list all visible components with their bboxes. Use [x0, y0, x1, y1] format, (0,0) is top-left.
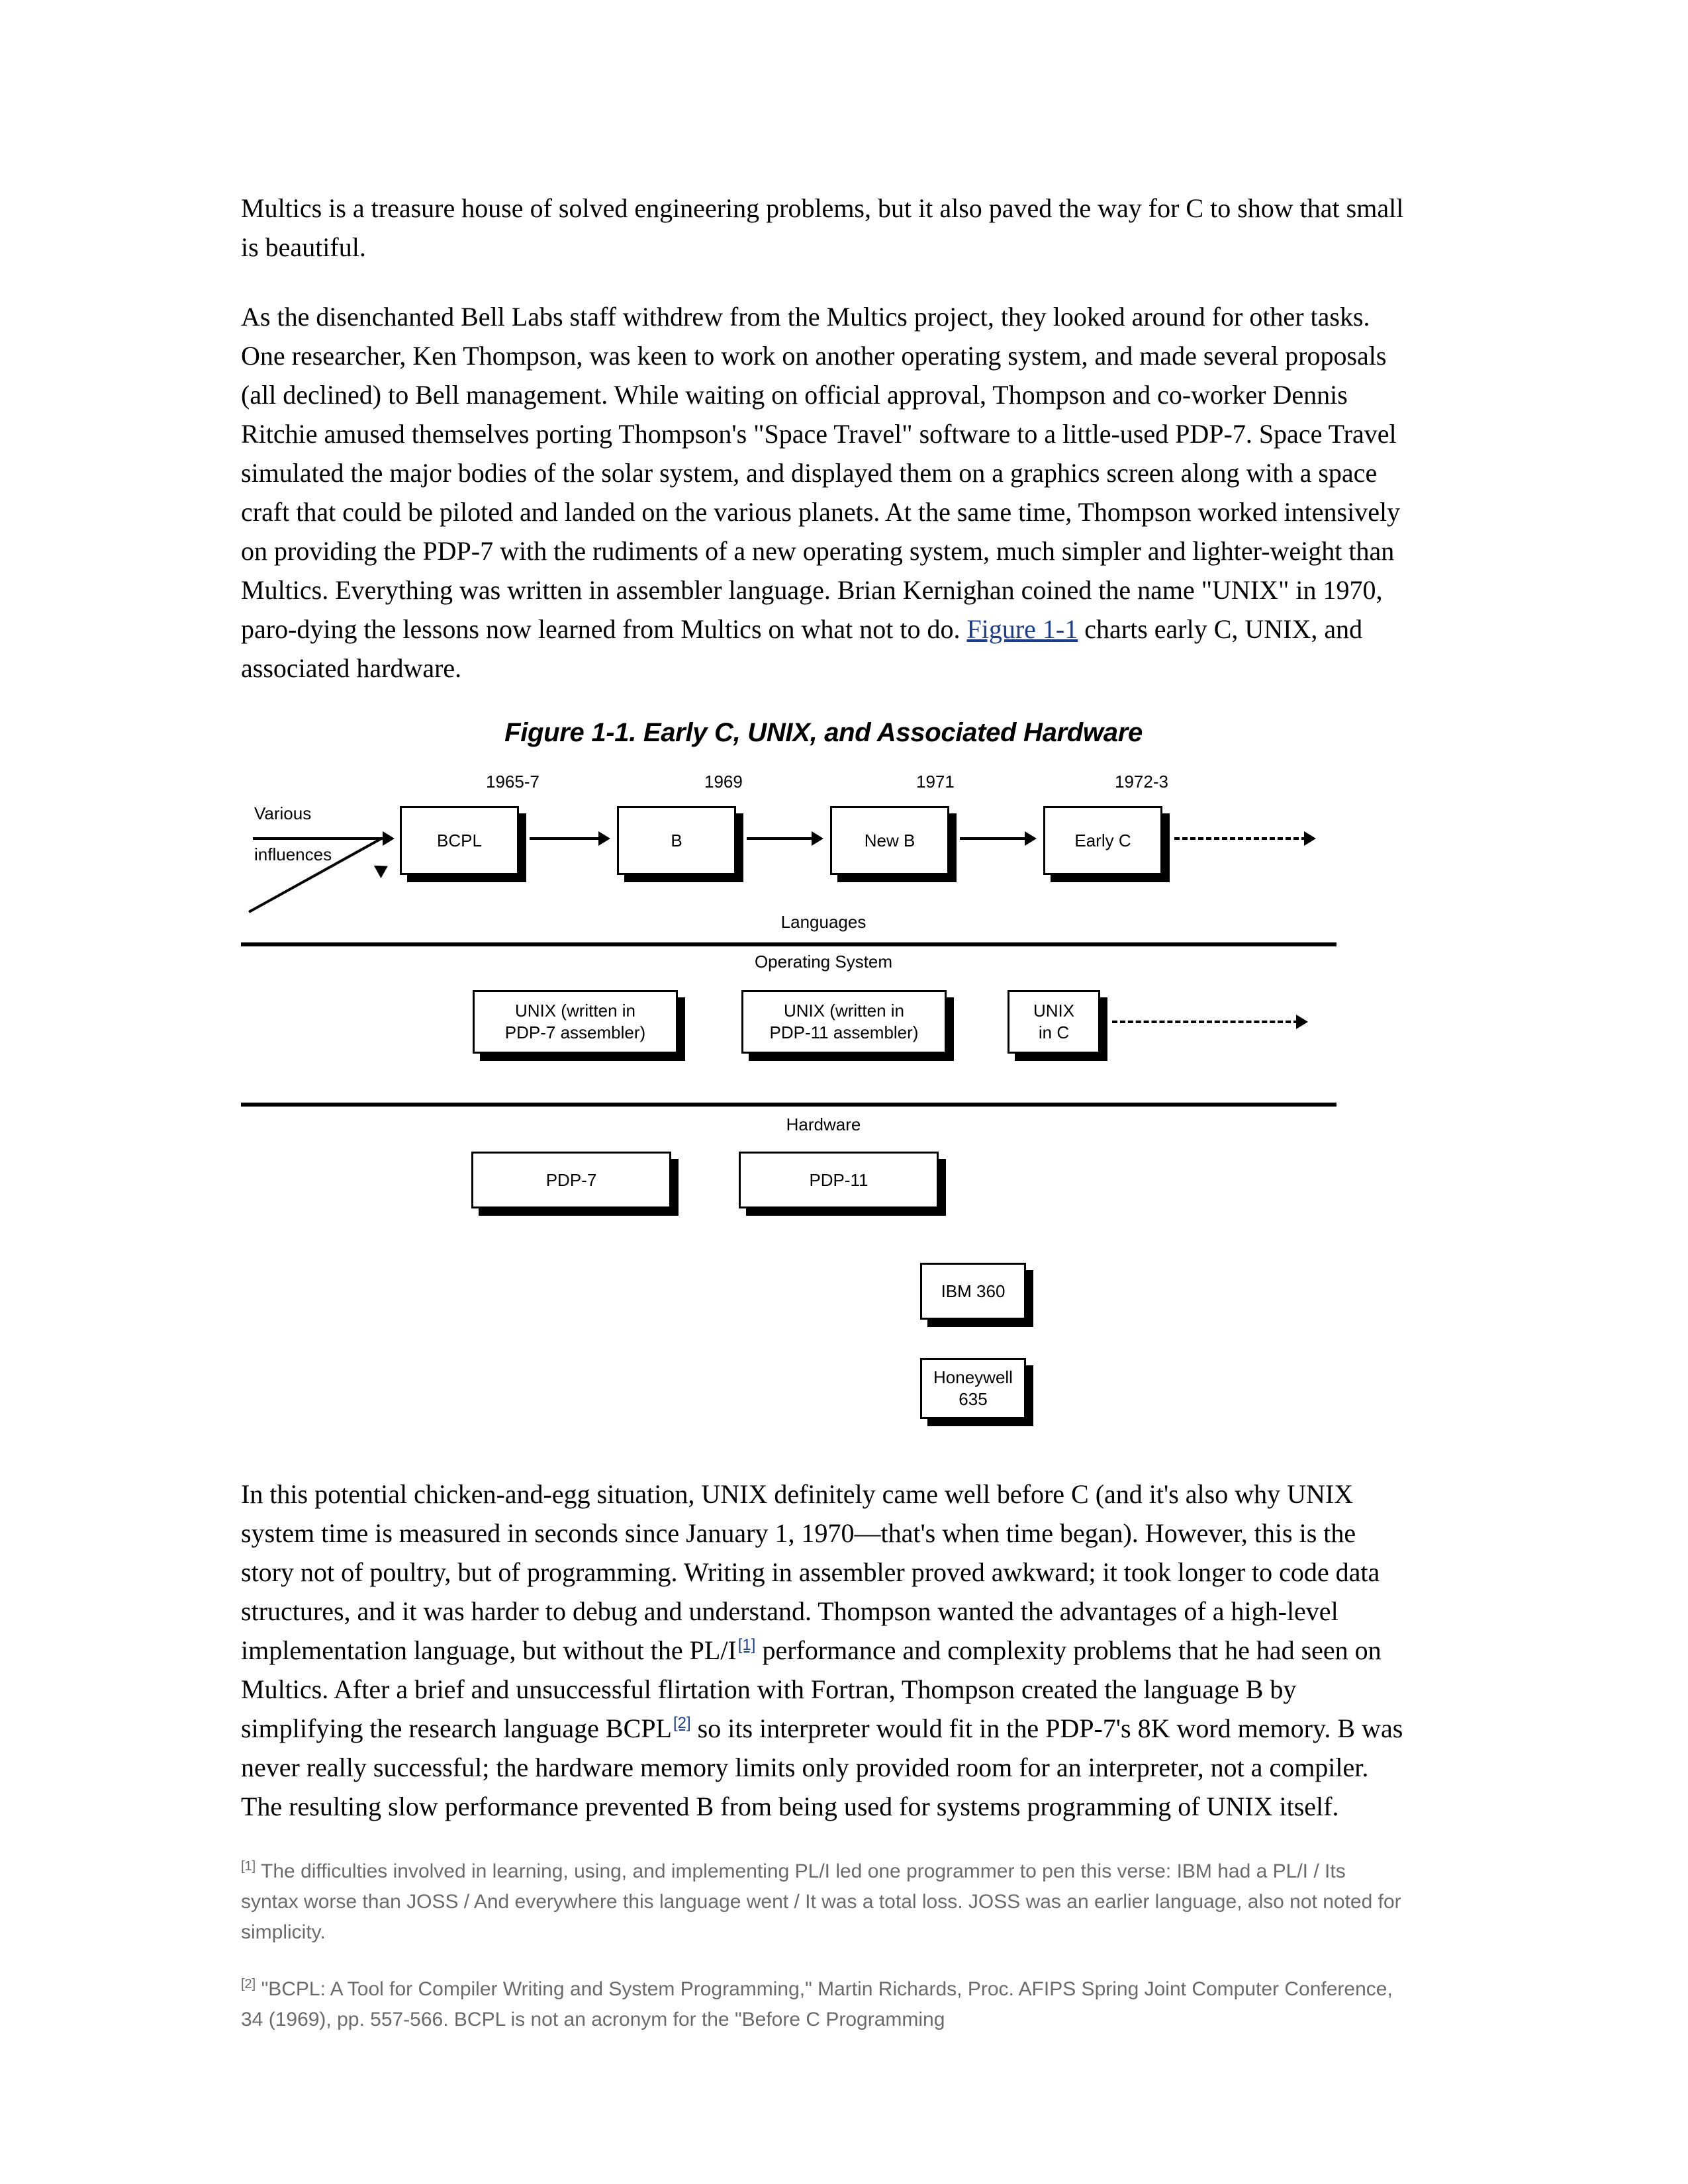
language-box-early-c: Early C [1043, 806, 1162, 875]
paragraph-bell-labs-text-after-link: charts early C, UNIX, and associated har… [241, 614, 1363, 683]
year-label-1971: 1971 [916, 772, 955, 792]
various-influences-label-line2: influences [254, 844, 332, 864]
os-box-unix-in-c-line2: in C [1038, 1023, 1070, 1042]
footnote-1-marker: [1] [241, 1859, 256, 1874]
figure-diagram: 1965-7 1969 1971 1972-3 Various influenc… [241, 772, 1406, 1419]
figure-1-1: Figure 1-1. Early C, UNIX, and Associate… [241, 718, 1406, 1419]
os-box-unix-pdp11: UNIX (written in PDP-11 assembler) [741, 990, 947, 1054]
figure-1-1-link[interactable]: Figure 1-1 [966, 614, 1078, 644]
paragraph-chicken-and-egg-seg3: so its interpreter would fit in the PDP-… [241, 1713, 1403, 1821]
paragraph-chicken-and-egg: In this potential chicken-and-egg situat… [241, 1475, 1406, 1826]
arrow-newb-to-earlyc-head [1025, 831, 1037, 846]
arrow-unix-in-c-future-dashed [1112, 1021, 1299, 1023]
band-label-hardware: Hardware [786, 1115, 861, 1134]
divider-languages-os [241, 942, 1336, 946]
figure-caption: Figure 1-1. Early C, UNIX, and Associate… [504, 718, 1143, 747]
hardware-box-pdp-11: PDP-11 [739, 1152, 939, 1208]
os-box-unix-pdp11-line2: PDP-11 assembler) [769, 1023, 919, 1042]
year-label-1969: 1969 [704, 772, 743, 792]
arrow-newb-to-earlyc-line [960, 837, 1026, 840]
paragraph-bell-labs: As the disenchanted Bell Labs staff with… [241, 297, 1406, 688]
paragraph-multics: Multics is a treasure house of solved en… [241, 193, 1404, 262]
language-box-new-b: New B [830, 806, 949, 875]
year-label-1972-3: 1972-3 [1115, 772, 1168, 792]
band-label-operating-system: Operating System [754, 952, 893, 972]
year-label-1965-7: 1965-7 [486, 772, 539, 792]
os-box-unix-pdp11-line1: UNIX (written in [783, 1001, 905, 1021]
various-influences-label-line1: Various [254, 803, 312, 823]
arrow-b-to-newb-head [812, 831, 823, 846]
paragraph-chicken-and-egg-seg1: In this potential chicken-and-egg situat… [241, 1479, 1380, 1665]
divider-os-hardware [241, 1103, 1336, 1107]
os-box-unix-pdp7: UNIX (written in PDP-7 assembler) [473, 990, 678, 1054]
hardware-box-pdp-7: PDP-7 [471, 1152, 671, 1208]
influence-arrowhead [383, 831, 395, 846]
hardware-box-honeywell-635: Honeywell 635 [920, 1358, 1026, 1419]
arrow-earlyc-future-dashed [1174, 837, 1307, 840]
arrow-unix-in-c-future-head [1296, 1015, 1308, 1029]
paragraph-chicken-and-egg-seg2: performance and complexity problems that… [241, 1635, 1382, 1743]
arrow-bcpl-to-b-line [530, 837, 600, 840]
footnote-2-text: "BCPL: A Tool for Compiler Writing and S… [241, 1978, 1393, 2030]
footnote-ref-2[interactable]: [2] [673, 1713, 691, 1732]
influence-diagonal-arrowhead [373, 860, 392, 878]
footnote-1-text: The difficulties involved in learning, u… [241, 1860, 1401, 1943]
arrow-earlyc-future-head [1304, 831, 1316, 846]
language-box-bcpl: BCPL [400, 806, 519, 875]
hardware-box-honeywell-635-line1: Honeywell [933, 1367, 1013, 1387]
footnote-2: [2] "BCPL: A Tool for Compiler Writing a… [241, 1974, 1406, 2035]
footnotes-section: [1] The difficulties involved in learnin… [241, 1856, 1406, 2035]
os-box-unix-pdp7-line1: UNIX (written in [514, 1001, 636, 1021]
arrow-b-to-newb-line [747, 837, 813, 840]
hardware-box-ibm-360: IBM 360 [920, 1263, 1026, 1320]
hardware-box-honeywell-635-line2: 635 [959, 1389, 988, 1409]
language-box-b: B [617, 806, 736, 875]
influence-arrow-line [253, 837, 385, 840]
os-box-unix-pdp7-line2: PDP-7 assembler) [504, 1023, 646, 1042]
arrow-bcpl-to-b-head [598, 831, 610, 846]
band-label-languages: Languages [780, 912, 867, 932]
footnote-2-marker: [2] [241, 1977, 256, 1991]
os-box-unix-in-c-line1: UNIX [1033, 1001, 1075, 1021]
footnote-1: [1] The difficulties involved in learnin… [241, 1856, 1406, 1948]
page-content: Multics is a treasure house of solved en… [241, 189, 1406, 2062]
paragraph-bell-labs-text-before-link: As the disenchanted Bell Labs staff with… [241, 302, 1401, 644]
footnote-ref-1[interactable]: [1] [737, 1635, 756, 1654]
os-box-unix-in-c: UNIX in C [1008, 990, 1100, 1054]
